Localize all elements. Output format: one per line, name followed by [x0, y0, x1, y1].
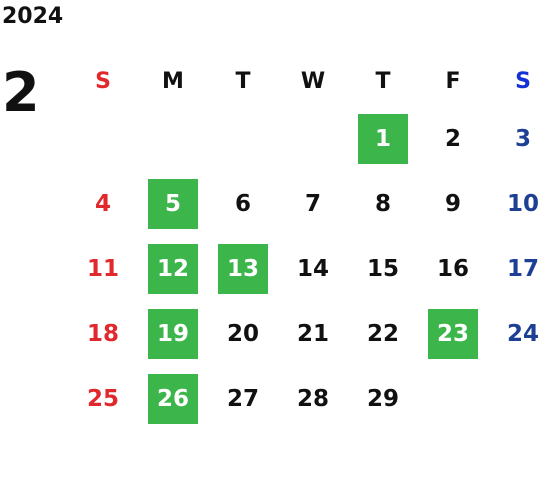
day-cell[interactable]: 25	[86, 385, 119, 412]
calendar-grid: S M T W T F S 1 2 3 4 5 6 7 8 9 10 11 12…	[68, 56, 548, 431]
month-number: 2	[2, 61, 40, 124]
day-cell[interactable]: 18	[86, 320, 119, 347]
year-label: 2024	[2, 4, 64, 29]
week-row-2: 4 5 6 7 8 9 10	[68, 171, 548, 236]
weekday-sat: S	[515, 68, 531, 94]
weekday-thu: T	[375, 68, 391, 94]
day-cell	[488, 366, 548, 431]
day-cell[interactable]: 15	[366, 255, 399, 282]
day-cell[interactable]: 8	[374, 190, 391, 217]
week-row-1: 1 2 3	[68, 106, 548, 171]
day-cell[interactable]: 17	[506, 255, 539, 282]
day-cell-highlighted[interactable]: 23	[418, 301, 488, 366]
day-cell	[418, 366, 488, 431]
week-row-4: 18 19 20 21 22 23 24	[68, 301, 548, 366]
day-cell[interactable]: 27	[226, 385, 259, 412]
weekday-wed: W	[300, 68, 326, 94]
day-cell-highlighted[interactable]: 19	[138, 301, 208, 366]
day-cell[interactable]: 24	[506, 320, 539, 347]
day-cell[interactable]: 9	[444, 190, 461, 217]
day-cell	[138, 106, 208, 171]
day-cell[interactable]: 22	[366, 320, 399, 347]
day-cell[interactable]: 16	[436, 255, 469, 282]
week-row-5: 25 26 27 28 29	[68, 366, 548, 431]
day-cell[interactable]: 7	[304, 190, 321, 217]
day-cell	[278, 106, 348, 171]
day-cell[interactable]: 28	[296, 385, 329, 412]
day-cell[interactable]: 6	[234, 190, 251, 217]
day-cell[interactable]: 29	[366, 385, 399, 412]
weekday-fri: F	[445, 68, 461, 94]
day-cell-highlighted[interactable]: 26	[138, 366, 208, 431]
day-cell[interactable]: 20	[226, 320, 259, 347]
day-cell[interactable]: 4	[94, 190, 111, 217]
day-cell[interactable]: 3	[514, 125, 531, 152]
weekday-mon: M	[162, 68, 184, 94]
day-cell-highlighted[interactable]: 1	[348, 106, 418, 171]
day-cell[interactable]: 14	[296, 255, 329, 282]
weekday-tue: T	[235, 68, 251, 94]
day-cell	[208, 106, 278, 171]
day-cell	[68, 106, 138, 171]
day-cell[interactable]: 10	[506, 190, 539, 217]
weekday-sun: S	[95, 68, 111, 94]
day-cell-highlighted[interactable]: 5	[138, 171, 208, 236]
day-cell[interactable]: 21	[296, 320, 329, 347]
week-row-3: 11 12 13 14 15 16 17	[68, 236, 548, 301]
day-cell-highlighted[interactable]: 13	[208, 236, 278, 301]
day-cell-highlighted[interactable]: 12	[138, 236, 208, 301]
weekday-header-row: S M T W T F S	[68, 56, 548, 106]
day-cell[interactable]: 11	[86, 255, 119, 282]
day-cell[interactable]: 2	[444, 125, 461, 152]
